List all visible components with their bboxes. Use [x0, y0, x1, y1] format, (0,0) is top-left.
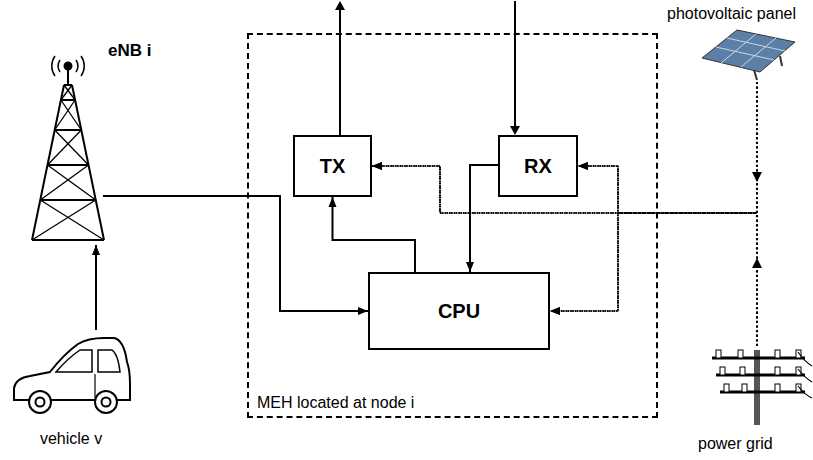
signal-line: [95, 245, 97, 330]
solar-panel-illustration: [702, 30, 795, 80]
power-pole-illustration: [712, 350, 812, 425]
tower-illustration: [32, 56, 104, 240]
signal-arrows: [335, 1, 520, 135]
signal-line: [470, 165, 498, 272]
process-box: RX: [498, 135, 578, 197]
vehicle-label: vehicle v: [8, 430, 134, 448]
power-line: [578, 166, 757, 345]
box-label: CPU: [438, 300, 480, 323]
signal-line: [103, 196, 368, 311]
station-label: eNB i: [108, 41, 151, 61]
power-line: [372, 83, 757, 213]
power-line: [550, 83, 757, 311]
edge-host-group: TX RX CPU MEH located at node i: [247, 33, 658, 418]
box-label: RX: [524, 155, 552, 178]
car-illustration: [14, 338, 130, 413]
power-line: [550, 213, 757, 345]
source-label: power grid: [696, 435, 775, 453]
power-grid: power grid: [630, 345, 808, 453]
box-label: TX: [320, 155, 346, 178]
solar-panel: photovoltaic panel: [640, 5, 800, 83]
vehicle: vehicle v: [8, 330, 134, 450]
process-box: TX: [293, 135, 372, 197]
signal-line: [333, 197, 416, 272]
source-label: photovoltaic panel: [667, 5, 796, 23]
power-line: [578, 83, 757, 213]
process-box: CPU: [368, 272, 550, 350]
group-label: MEH located at node i: [257, 394, 414, 412]
base-station: eNB i: [25, 55, 103, 245]
